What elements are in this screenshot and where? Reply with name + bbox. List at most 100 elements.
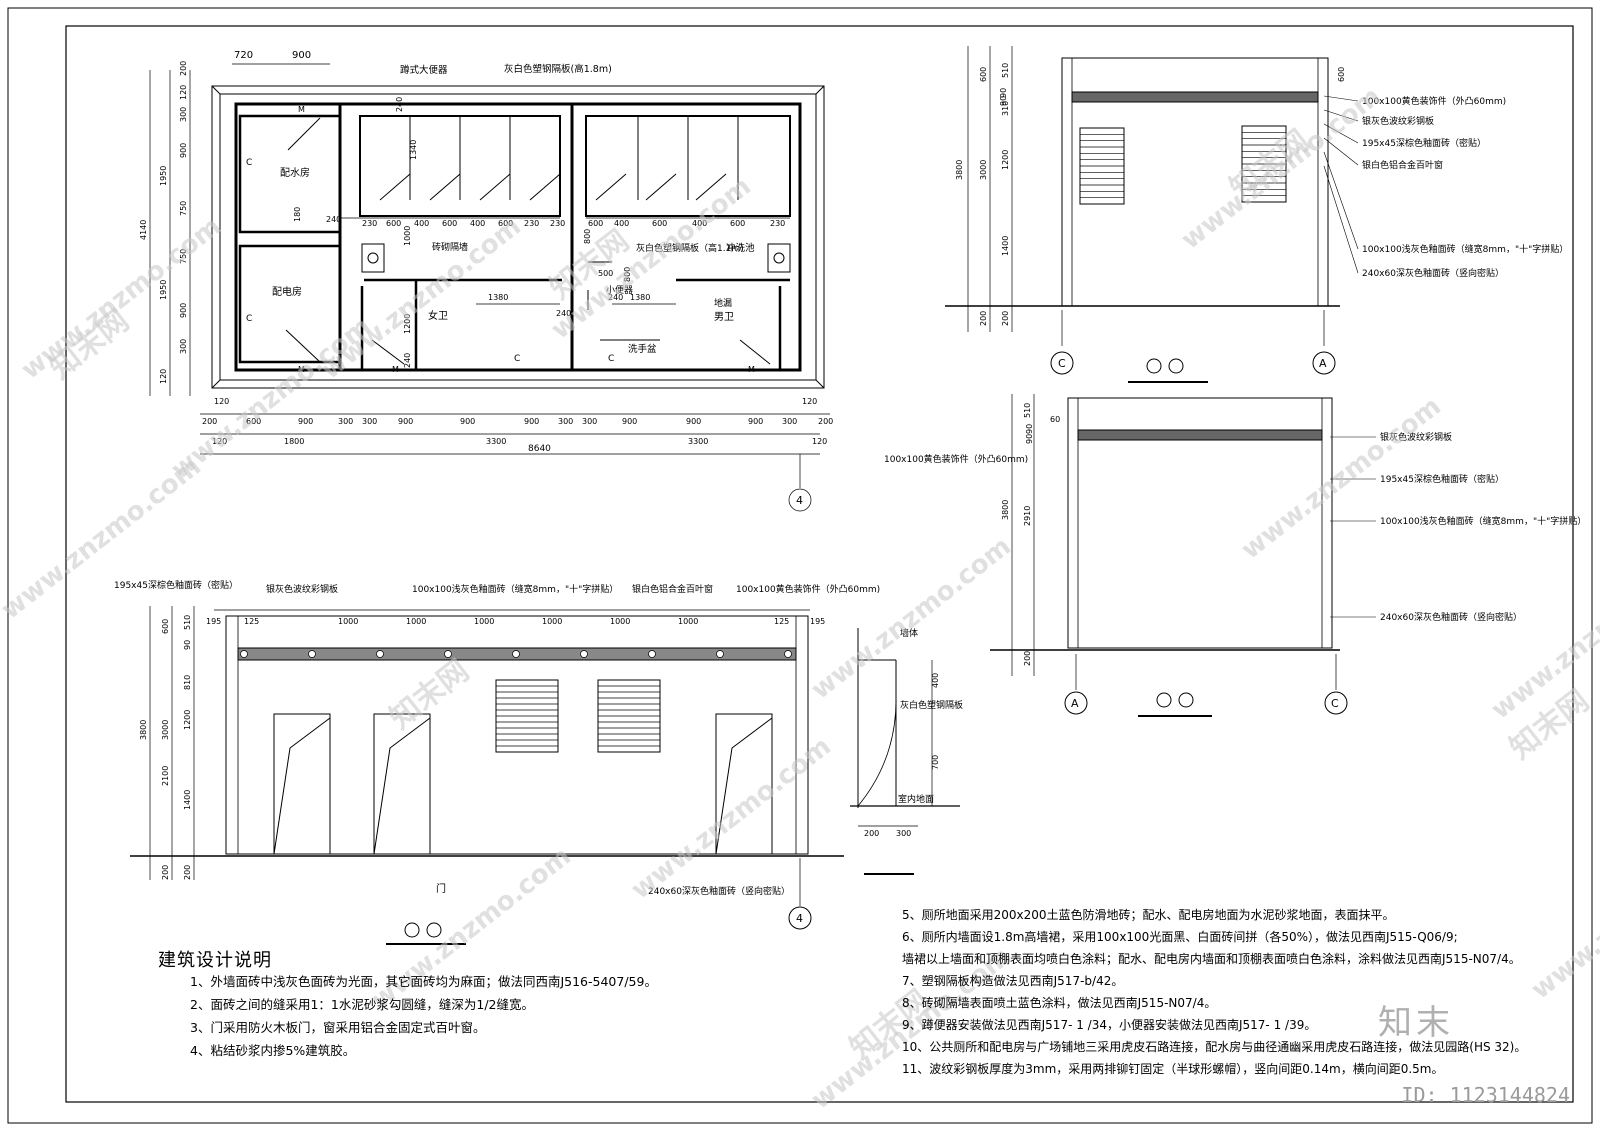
plan-inner-dim: 230: [770, 219, 785, 228]
front-top-dim: 1000: [406, 617, 426, 626]
watermark-site: www.znzmo.com: [626, 732, 837, 906]
plan-inner-dim: 600: [730, 219, 745, 228]
plan-door-c-3: C: [514, 354, 520, 364]
side1-dim: 310: [1001, 101, 1010, 116]
rivet: [240, 650, 248, 658]
note-4: 4、粘结砂浆内掺5%建筑胶。: [190, 1043, 356, 1058]
detail-dim-300: 300: [896, 829, 911, 838]
note-6: 6、厕所内墙面设1.8m高墙裙，采用100x100光面黑、白面砖间拼（各50%）…: [902, 930, 1458, 944]
side1-callout: 银灰色波纹彩钢板: [1362, 115, 1434, 127]
side1-leader: [1323, 109, 1359, 122]
plan-door-m-2: M: [298, 365, 305, 374]
front-callout: 银灰色波纹彩钢板: [266, 583, 338, 595]
side2-dim: 200: [1023, 651, 1032, 666]
plan-door-m-1: M: [298, 105, 305, 114]
side-elevation-2: [990, 394, 1348, 717]
plan-inner-dim: 400: [414, 219, 429, 228]
side1-dim: 90: [999, 96, 1008, 106]
label-urinal: 小便器: [606, 284, 633, 296]
side1-dim: 1200: [1001, 150, 1010, 170]
side1-dim: 1400: [1001, 236, 1010, 256]
side1-dim: 600: [979, 67, 988, 82]
plan-dim-720: 720: [234, 50, 253, 61]
watermark-site: www.znzmo.com: [0, 452, 207, 626]
side1-leader: [1323, 151, 1359, 250]
detail-floor-label: 室内地面: [898, 793, 934, 805]
note-1: 1、外墙面砖中浅灰色面砖为光面，其它面砖均为麻面；做法同西南J516-5407/…: [190, 974, 657, 989]
plan-left-dim: 1950: [159, 166, 168, 186]
front-top-dim: 1000: [610, 617, 630, 626]
notes-right: 5、厕所地面采用200x200土蓝色防滑地砖；配水、配电房地面为水泥砂浆地面，表…: [902, 904, 1526, 1080]
plan-door-c-2: C: [246, 314, 252, 324]
note-9: 9、蹲便器安装做法见西南J517- 1 /34，小便器安装做法见西南J517- …: [902, 1018, 1317, 1032]
plan-bottom-dim-2: 120: [812, 437, 827, 446]
notes-title: 建筑设计说明: [158, 950, 272, 971]
plan-inner-dim: 800: [623, 267, 632, 282]
plan-bottom-dim: 900: [748, 417, 763, 426]
side2-callout: 100x100浅灰色釉面砖（缝宽8mm，"十"字拼贴）: [1380, 515, 1586, 527]
side2-axis-c: C: [1331, 697, 1339, 710]
side2-dim: 90: [1025, 424, 1034, 434]
plan-inner-dim: 230: [550, 219, 565, 228]
plan-inner-dim: 240: [556, 309, 571, 318]
plan-door-m-3: M: [392, 365, 399, 374]
plan-left-dim: 120: [159, 369, 168, 384]
partition-detail: [850, 628, 960, 875]
note-11: 11、波纹彩钢板厚度为3mm，采用两排铆钉固定（半球形螺帽），竖向间距0.14m…: [902, 1062, 1444, 1076]
plan-bottom-dim-2: 120: [212, 437, 227, 446]
side1-leader: [1323, 165, 1359, 274]
front-callout: 100x100黄色装饰件（外凸60mm): [736, 583, 880, 595]
plan-inner-dim: 600: [442, 219, 457, 228]
side2-dim: 90: [1025, 434, 1034, 444]
plan-left-dim: 900: [179, 303, 188, 318]
rivet: [784, 650, 792, 658]
front-top-dim: 125: [244, 617, 259, 626]
note-6-cont: 墙裙以上墙面和顶棚表面均喷白色涂料；配水、配电房内墙面和顶棚表面喷白色涂料，涂料…: [902, 952, 1521, 966]
rivet: [308, 650, 316, 658]
label-female-toilet: 女卫: [428, 309, 448, 322]
watermark-site: www.znzmo.com: [1526, 832, 1600, 1006]
label-power-room: 配电房: [272, 285, 302, 298]
plan-bottom-dim: 300: [362, 417, 377, 426]
plan-left-dim: 750: [179, 249, 188, 264]
note-2: 2、面砖之间的缝采用1：1水泥砂浆勾圆缝，缝深为1/2缝宽。: [190, 997, 534, 1012]
plan-door-c-1: C: [246, 158, 252, 168]
front-left-dim: 1400: [183, 790, 192, 810]
plan-inner-dim: 600: [652, 219, 667, 228]
watermark-id: ID: 1123144824: [1401, 1083, 1570, 1107]
note-8: 8、砖砌隔墙表面喷土蓝色涂料，做法见西南J515-N07/4。: [902, 996, 1217, 1010]
plan-inner-dim: 240: [395, 97, 404, 112]
side2-dim: 3800: [1001, 500, 1010, 520]
plan-left-dim: 1950: [159, 280, 168, 300]
front-top-dim: 195: [810, 617, 825, 626]
note-3: 3、门采用防火木板门，窗采用铝合金固定式百叶窗。: [190, 1020, 486, 1035]
front-left-dim: 3800: [139, 720, 148, 740]
note-7: 7、塑钢隔板构造做法见西南J517-b/42。: [902, 974, 1124, 988]
rivet: [512, 650, 520, 658]
plan-inner-dim: 800: [583, 229, 592, 244]
front-left-dim: 1200: [183, 710, 192, 730]
front-top-dim: 195: [206, 617, 221, 626]
side2-dim: 2910: [1023, 506, 1032, 526]
plan-inner-dim: 400: [470, 219, 485, 228]
plan-bottom-dim: 600: [246, 417, 261, 426]
label-partition-1-1m: 灰白色塑钢隔板（高1.1m): [636, 242, 744, 254]
label-water-room: 配水房: [280, 166, 310, 179]
side1-callout: 100x100浅灰色釉面砖（缝宽8mm，"十"字拼贴）: [1362, 243, 1568, 255]
plan-overall-dim: 8640: [528, 444, 551, 454]
watermark-logo: 知末: [1378, 1003, 1454, 1043]
plan-bottom-dim: 900: [460, 417, 475, 426]
rivet: [716, 650, 724, 658]
plan-inner-dim: 400: [614, 219, 629, 228]
front-callout: 195x45深棕色釉面砖（密贴）: [114, 579, 238, 591]
plan-inner-dim: 500: [598, 269, 613, 278]
plan-bottom-dim: 200: [202, 417, 217, 426]
plan-bottom-dim: 300: [782, 417, 797, 426]
plan-axis-4: 4: [796, 494, 803, 507]
plan-inner-dim: 240: [608, 293, 623, 302]
side1-dim: 200: [979, 311, 988, 326]
plan-bottom-dim: 300: [582, 417, 597, 426]
side1-callout: 195x45深棕色釉面砖（密贴）: [1362, 137, 1486, 149]
front-axis-4: 4: [796, 912, 803, 925]
